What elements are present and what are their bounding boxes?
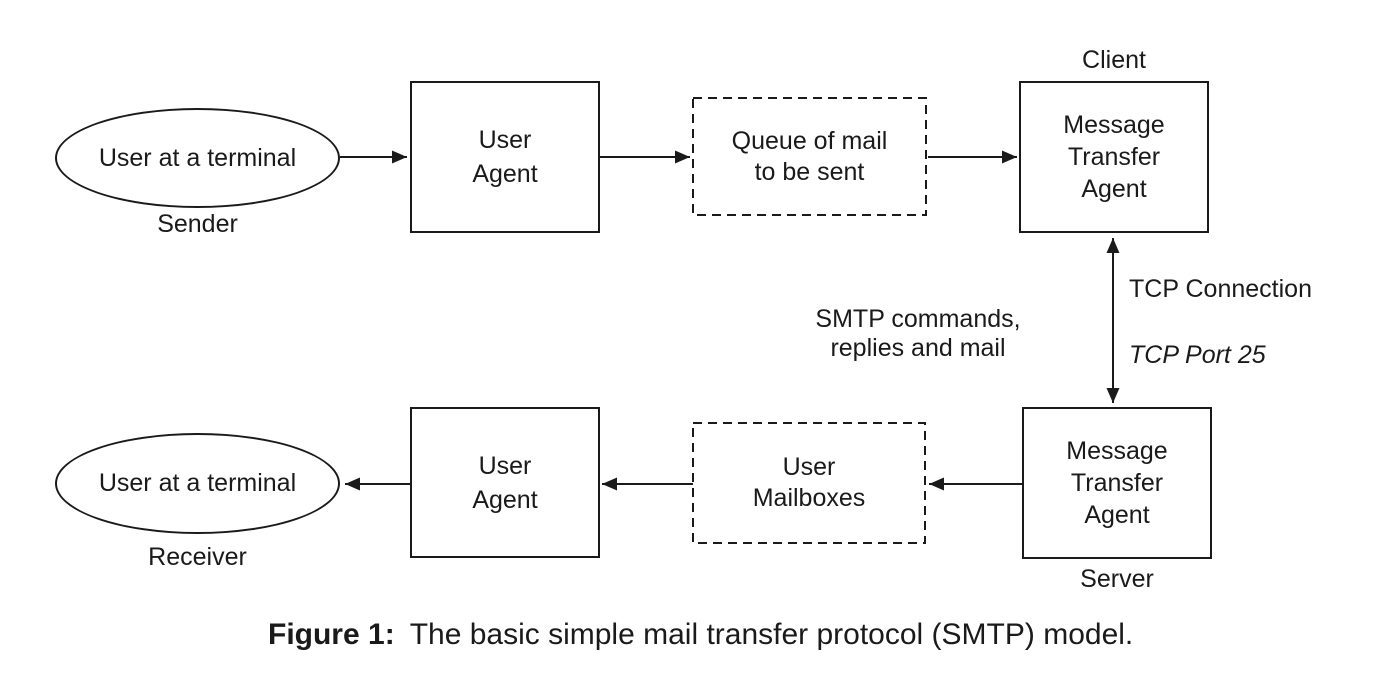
label-receiver: Receiver xyxy=(148,543,247,571)
node-sender-terminal: User at a terminal xyxy=(55,108,340,208)
label-smtp-flow: SMTP commands, replies and mail xyxy=(815,305,1021,362)
label-tcp-port: TCP Port 25 xyxy=(1129,341,1266,369)
client-mta-label: Message Transfer Agent xyxy=(1063,111,1165,203)
node-sender-user-agent: User Agent xyxy=(410,81,600,233)
server-mta-label: Message Transfer Agent xyxy=(1066,437,1168,529)
node-receiver-terminal: User at a terminal xyxy=(55,433,340,534)
figure-caption: Figure 1: The basic simple mail transfer … xyxy=(268,616,1133,654)
mail-queue-label: Queue of mail to be sent xyxy=(731,126,888,186)
node-user-mailboxes: User Mailboxes xyxy=(693,423,925,543)
label-sender: Sender xyxy=(157,210,238,238)
receiver-user-agent-label: User Agent xyxy=(472,451,538,514)
figure-caption-number: Figure 1: xyxy=(268,618,395,651)
label-client: Client xyxy=(1082,46,1146,74)
label-server: Server xyxy=(1080,565,1154,593)
node-client-mta: Message Transfer Agent xyxy=(1019,81,1209,233)
node-receiver-user-agent: User Agent xyxy=(410,407,600,558)
sender-terminal-label: User at a terminal xyxy=(98,143,297,172)
receiver-terminal-label: User at a terminal xyxy=(98,469,297,497)
user-mailboxes-label: User Mailboxes xyxy=(752,453,866,512)
sender-user-agent-label: User Agent xyxy=(472,126,538,188)
node-server-mta: Message Transfer Agent xyxy=(1022,407,1212,559)
user-mailboxes-dashed-box xyxy=(692,422,926,544)
mail-queue-dashed-box xyxy=(692,97,927,216)
node-mail-queue: Queue of mail to be sent xyxy=(693,98,926,215)
label-tcp-connection: TCP Connection xyxy=(1129,275,1312,303)
figure-caption-text: The basic simple mail transfer protocol … xyxy=(409,618,1134,651)
